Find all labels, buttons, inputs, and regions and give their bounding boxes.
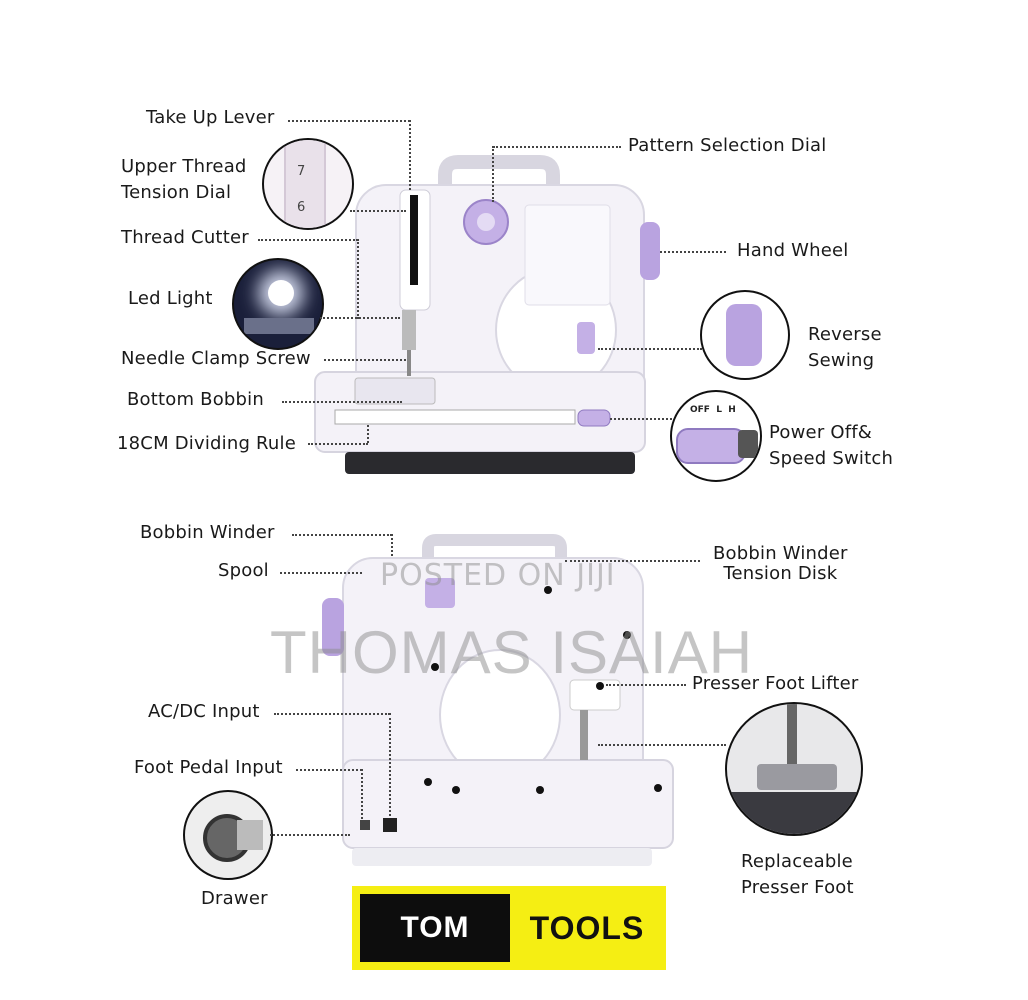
leader-pattern-dial-vertical bbox=[492, 146, 494, 202]
drawer-inset bbox=[183, 790, 273, 880]
rear-machine-view bbox=[322, 534, 674, 866]
leader-presser-foot-lifter bbox=[606, 684, 686, 686]
leader-take-up-lever-vertical bbox=[409, 120, 411, 190]
leader-ac-dc-input-vertical bbox=[389, 713, 391, 816]
tom-tools-logo: TOM TOOLS bbox=[352, 886, 666, 970]
tension-number-7: 7 bbox=[297, 164, 306, 179]
leader-spool bbox=[280, 572, 362, 574]
leader-tension-dial bbox=[350, 210, 406, 212]
leader-tension-disk bbox=[565, 560, 700, 562]
leader-pattern-dial bbox=[493, 146, 621, 148]
label-hand-wheel: Hand Wheel bbox=[737, 240, 849, 261]
label-power-speed-switch: Power Off& Speed Switch bbox=[769, 422, 894, 469]
label-replaceable-presser-foot: Replaceable Presser Foot bbox=[741, 851, 854, 898]
leader-foot-pedal-input bbox=[296, 769, 362, 771]
leader-presser-foot bbox=[598, 744, 726, 746]
label-spool: Spool bbox=[218, 560, 269, 581]
label-drawer: Drawer bbox=[201, 888, 268, 909]
leader-hand-wheel bbox=[660, 251, 726, 253]
label-led-light: Led Light bbox=[128, 288, 213, 309]
leader-dividing-rule-vertical bbox=[367, 425, 369, 443]
label-thread-cutter: Thread Cutter bbox=[121, 227, 249, 248]
label-ac-dc-input: AC/DC Input bbox=[148, 701, 260, 722]
label-pattern-selection-dial: Pattern Selection Dial bbox=[628, 135, 827, 156]
label-bottom-bobbin: Bottom Bobbin bbox=[127, 389, 264, 410]
leader-bobbin-winder bbox=[292, 534, 392, 536]
label-needle-clamp-screw: Needle Clamp Screw bbox=[121, 348, 311, 369]
leader-ac-dc-input bbox=[274, 713, 390, 715]
tension-number-6: 6 bbox=[297, 200, 306, 215]
label-foot-pedal-input: Foot Pedal Input bbox=[134, 757, 283, 778]
switch-positions-label: OFF L H bbox=[690, 405, 736, 415]
leader-drawer bbox=[270, 834, 350, 836]
logo-right-word: TOOLS bbox=[529, 909, 645, 946]
label-bobbin-winder: Bobbin Winder bbox=[140, 522, 275, 543]
leader-bobbin-winder-vertical bbox=[391, 534, 393, 556]
leader-bottom-bobbin bbox=[282, 401, 402, 403]
leader-thread-cutter-vertical bbox=[357, 239, 359, 319]
front-machine-view bbox=[314, 155, 660, 474]
label-presser-foot-lifter: Presser Foot Lifter bbox=[692, 673, 859, 694]
leader-led-light bbox=[320, 317, 400, 319]
tension-dial-inset: 7 6 bbox=[262, 138, 354, 230]
watermark-posted-on: POSTED ON JIJI bbox=[380, 558, 616, 593]
presser-foot-inset bbox=[725, 702, 863, 836]
leader-dividing-rule bbox=[308, 443, 368, 445]
leader-reverse-sewing bbox=[598, 348, 702, 350]
label-take-up-lever: Take Up Lever bbox=[146, 107, 275, 128]
label-bobbin-winder-tension-disk: Bobbin Winder Tension Disk bbox=[713, 543, 848, 584]
leader-take-up-lever bbox=[288, 120, 410, 122]
logo-left-word: TOM bbox=[360, 894, 510, 962]
label-dividing-rule: 18CM Dividing Rule bbox=[117, 433, 297, 454]
leader-thread-cutter bbox=[258, 239, 358, 241]
reverse-sewing-inset bbox=[700, 290, 790, 380]
label-upper-thread-tension-dial: Upper Thread Tension Dial bbox=[121, 156, 247, 203]
led-light-inset bbox=[232, 258, 324, 350]
label-reverse-sewing: Reverse Sewing bbox=[808, 324, 882, 371]
watermark-name: THOMAS ISAIAH bbox=[270, 619, 754, 686]
leader-power-switch bbox=[610, 418, 672, 420]
leader-needle-clamp bbox=[324, 359, 406, 361]
power-switch-inset: OFF L H bbox=[670, 390, 762, 482]
leader-foot-pedal-input-vertical bbox=[361, 769, 363, 819]
